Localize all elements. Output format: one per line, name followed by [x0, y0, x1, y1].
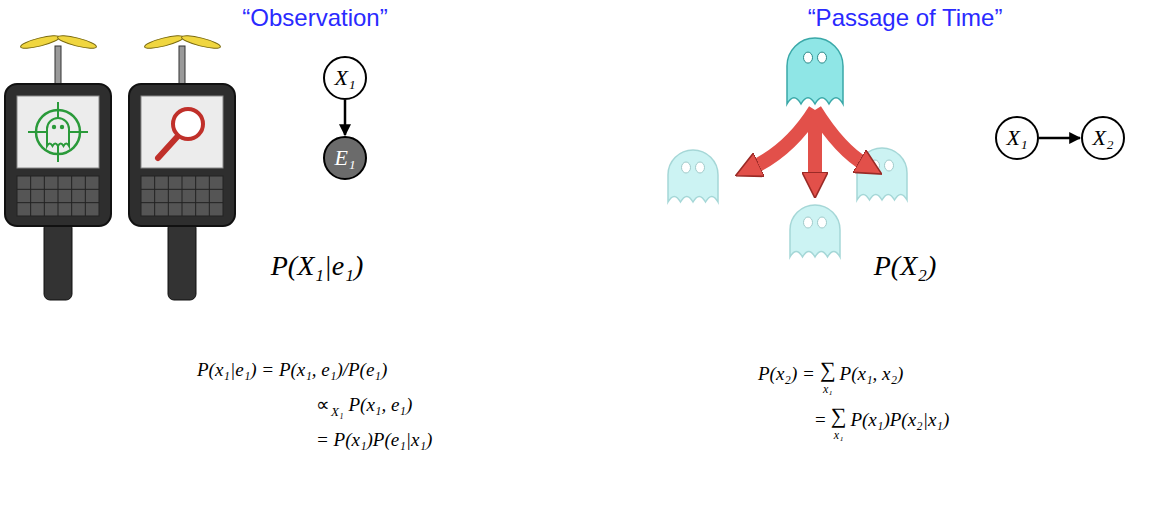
- variable-name: E₁: [334, 147, 355, 169]
- sum-sign: ∑: [831, 405, 847, 427]
- sensor-device: [5, 33, 111, 300]
- equals-sign: =: [815, 410, 826, 429]
- derivation-term: P(x₂) =: [758, 364, 815, 383]
- dependency-arrow: [344, 100, 347, 135]
- derivation-term: P(x₁, x₂): [840, 364, 904, 383]
- derivation-line: = P(x₁)P(e₁|x₁): [316, 430, 432, 449]
- query-formula: P(X₁|e₁): [271, 252, 363, 280]
- variable-name: X₁: [334, 67, 355, 89]
- ghost-figure: [668, 150, 718, 202]
- proportional-sign: ∝: [316, 395, 330, 414]
- move-arrow: [815, 110, 866, 165]
- variable-circle: E₁: [323, 136, 367, 180]
- sum-sign: ∑: [820, 359, 836, 381]
- section-title: “Passage of Time”: [808, 6, 1003, 30]
- subscript: X₁: [331, 405, 343, 418]
- derivation-line: P(x₁|e₁) = P(x₁, e₁)/P(e₁): [197, 360, 387, 379]
- sum-index: x₁: [834, 429, 844, 441]
- ghost-figure: [787, 38, 843, 104]
- variable-circle: X₂: [1081, 116, 1125, 160]
- ghost-illustration: [668, 38, 907, 257]
- variable-name: X₁: [1006, 127, 1027, 149]
- sensor-device: [129, 33, 235, 300]
- variable-circle: X₁: [995, 116, 1039, 160]
- ghost-figure: [790, 205, 840, 257]
- variable-circle: X₁: [323, 56, 367, 100]
- query-formula: P(X₂): [874, 252, 937, 280]
- variable-name: X₂: [1092, 127, 1113, 149]
- derivation-term: P(x₁, e₁): [348, 395, 412, 414]
- move-arrow: [752, 110, 815, 168]
- section-title: “Observation”: [242, 6, 387, 30]
- sensor-devices: [5, 33, 235, 300]
- dependency-arrow: [1039, 137, 1080, 140]
- derivation-term: P(x₁)P(x₂|x₁): [850, 410, 949, 429]
- sum-index: x₁: [823, 383, 833, 395]
